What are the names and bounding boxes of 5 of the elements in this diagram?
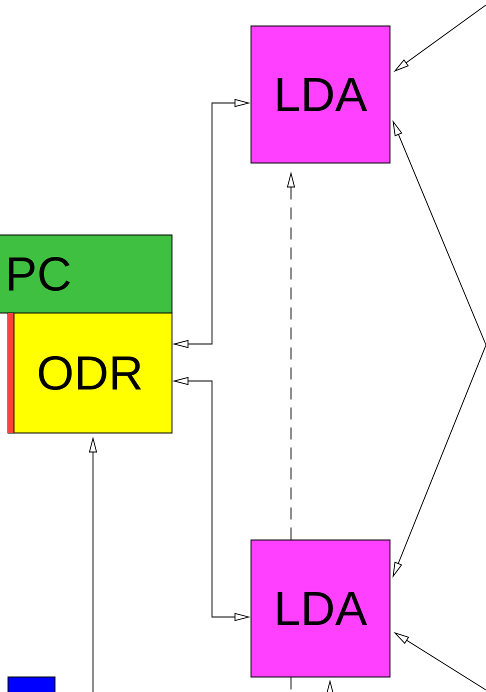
process-box: LDA [250,540,390,678]
header-box: PC [0,234,172,314]
process-box: LDA [250,26,390,164]
process-box: ODR [8,312,172,434]
box [8,676,56,692]
